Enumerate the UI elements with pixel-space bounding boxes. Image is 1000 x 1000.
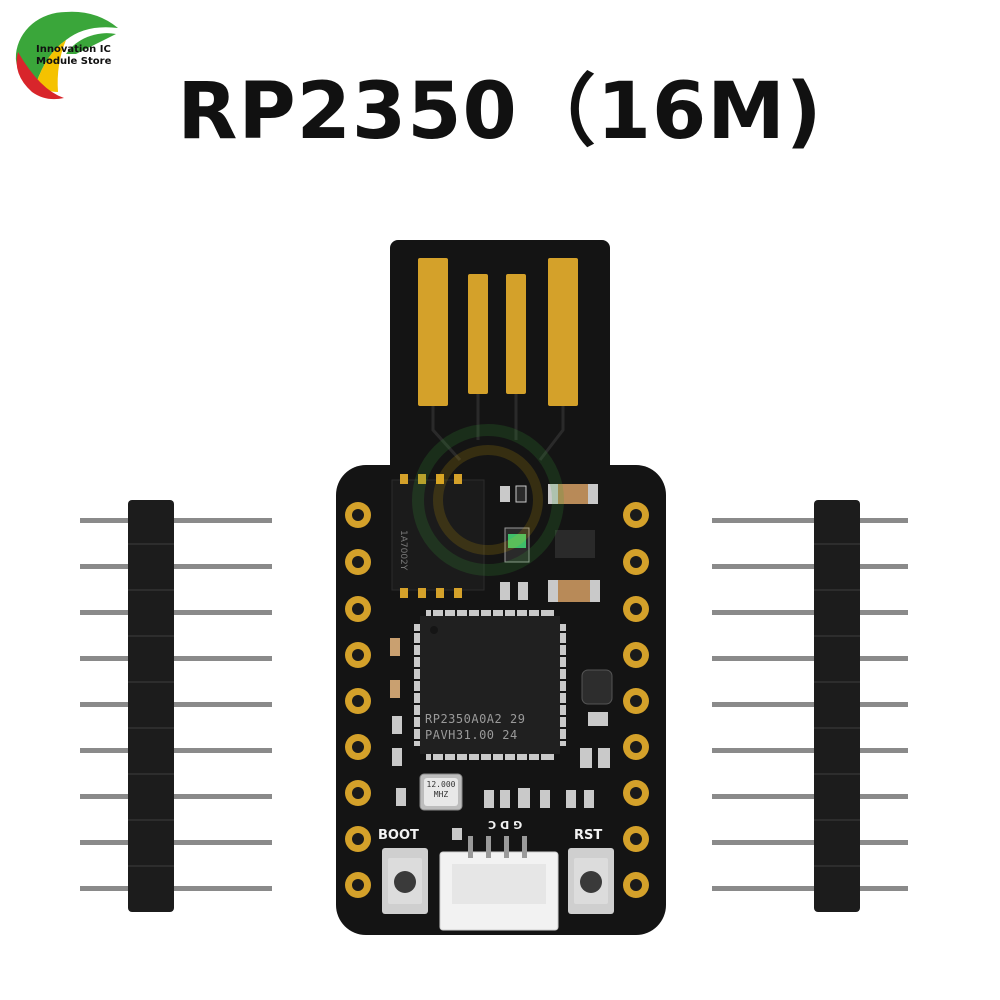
product-title: RP2350（16M) <box>177 67 823 157</box>
boot-button <box>382 848 428 914</box>
left-header-pins <box>80 518 272 891</box>
flash-chip <box>391 479 485 591</box>
jst-connector <box>439 836 559 931</box>
rp2350-board <box>336 240 666 935</box>
usb-contacts <box>418 258 578 406</box>
boot-label: BOOT <box>378 828 419 843</box>
crystal-frequency: 12.000 <box>426 780 456 789</box>
right-header-pins <box>712 518 908 891</box>
crystal-marking: 12.000 MHZ <box>423 780 459 800</box>
store-logo: Innovation IC Module Store <box>6 4 126 104</box>
logo-line-2: Module Store <box>36 56 112 67</box>
leaf-logo-icon <box>15 11 119 100</box>
right-castellated-pads <box>623 502 649 898</box>
logo-line-1: Innovation IC <box>36 44 111 55</box>
left-header-body <box>128 500 174 912</box>
connector-label: GDC <box>484 818 523 831</box>
reset-button <box>568 848 614 914</box>
rst-label: RST <box>574 828 603 843</box>
chip-marking-line-1: RP2350A0A2 29 <box>425 712 526 726</box>
rp2350-chip <box>414 610 566 760</box>
chip-marking-line-2: PAVH31.00 24 <box>425 728 518 742</box>
flash-marking: 1A7002Y <box>398 530 408 571</box>
right-header-body <box>814 500 860 912</box>
left-castellated-pads <box>345 502 371 898</box>
left-pin-header <box>80 500 272 912</box>
smd-components-top <box>500 484 600 602</box>
crystal-unit: MHZ <box>433 790 449 799</box>
right-pin-header <box>712 500 908 912</box>
inductor <box>581 669 613 705</box>
